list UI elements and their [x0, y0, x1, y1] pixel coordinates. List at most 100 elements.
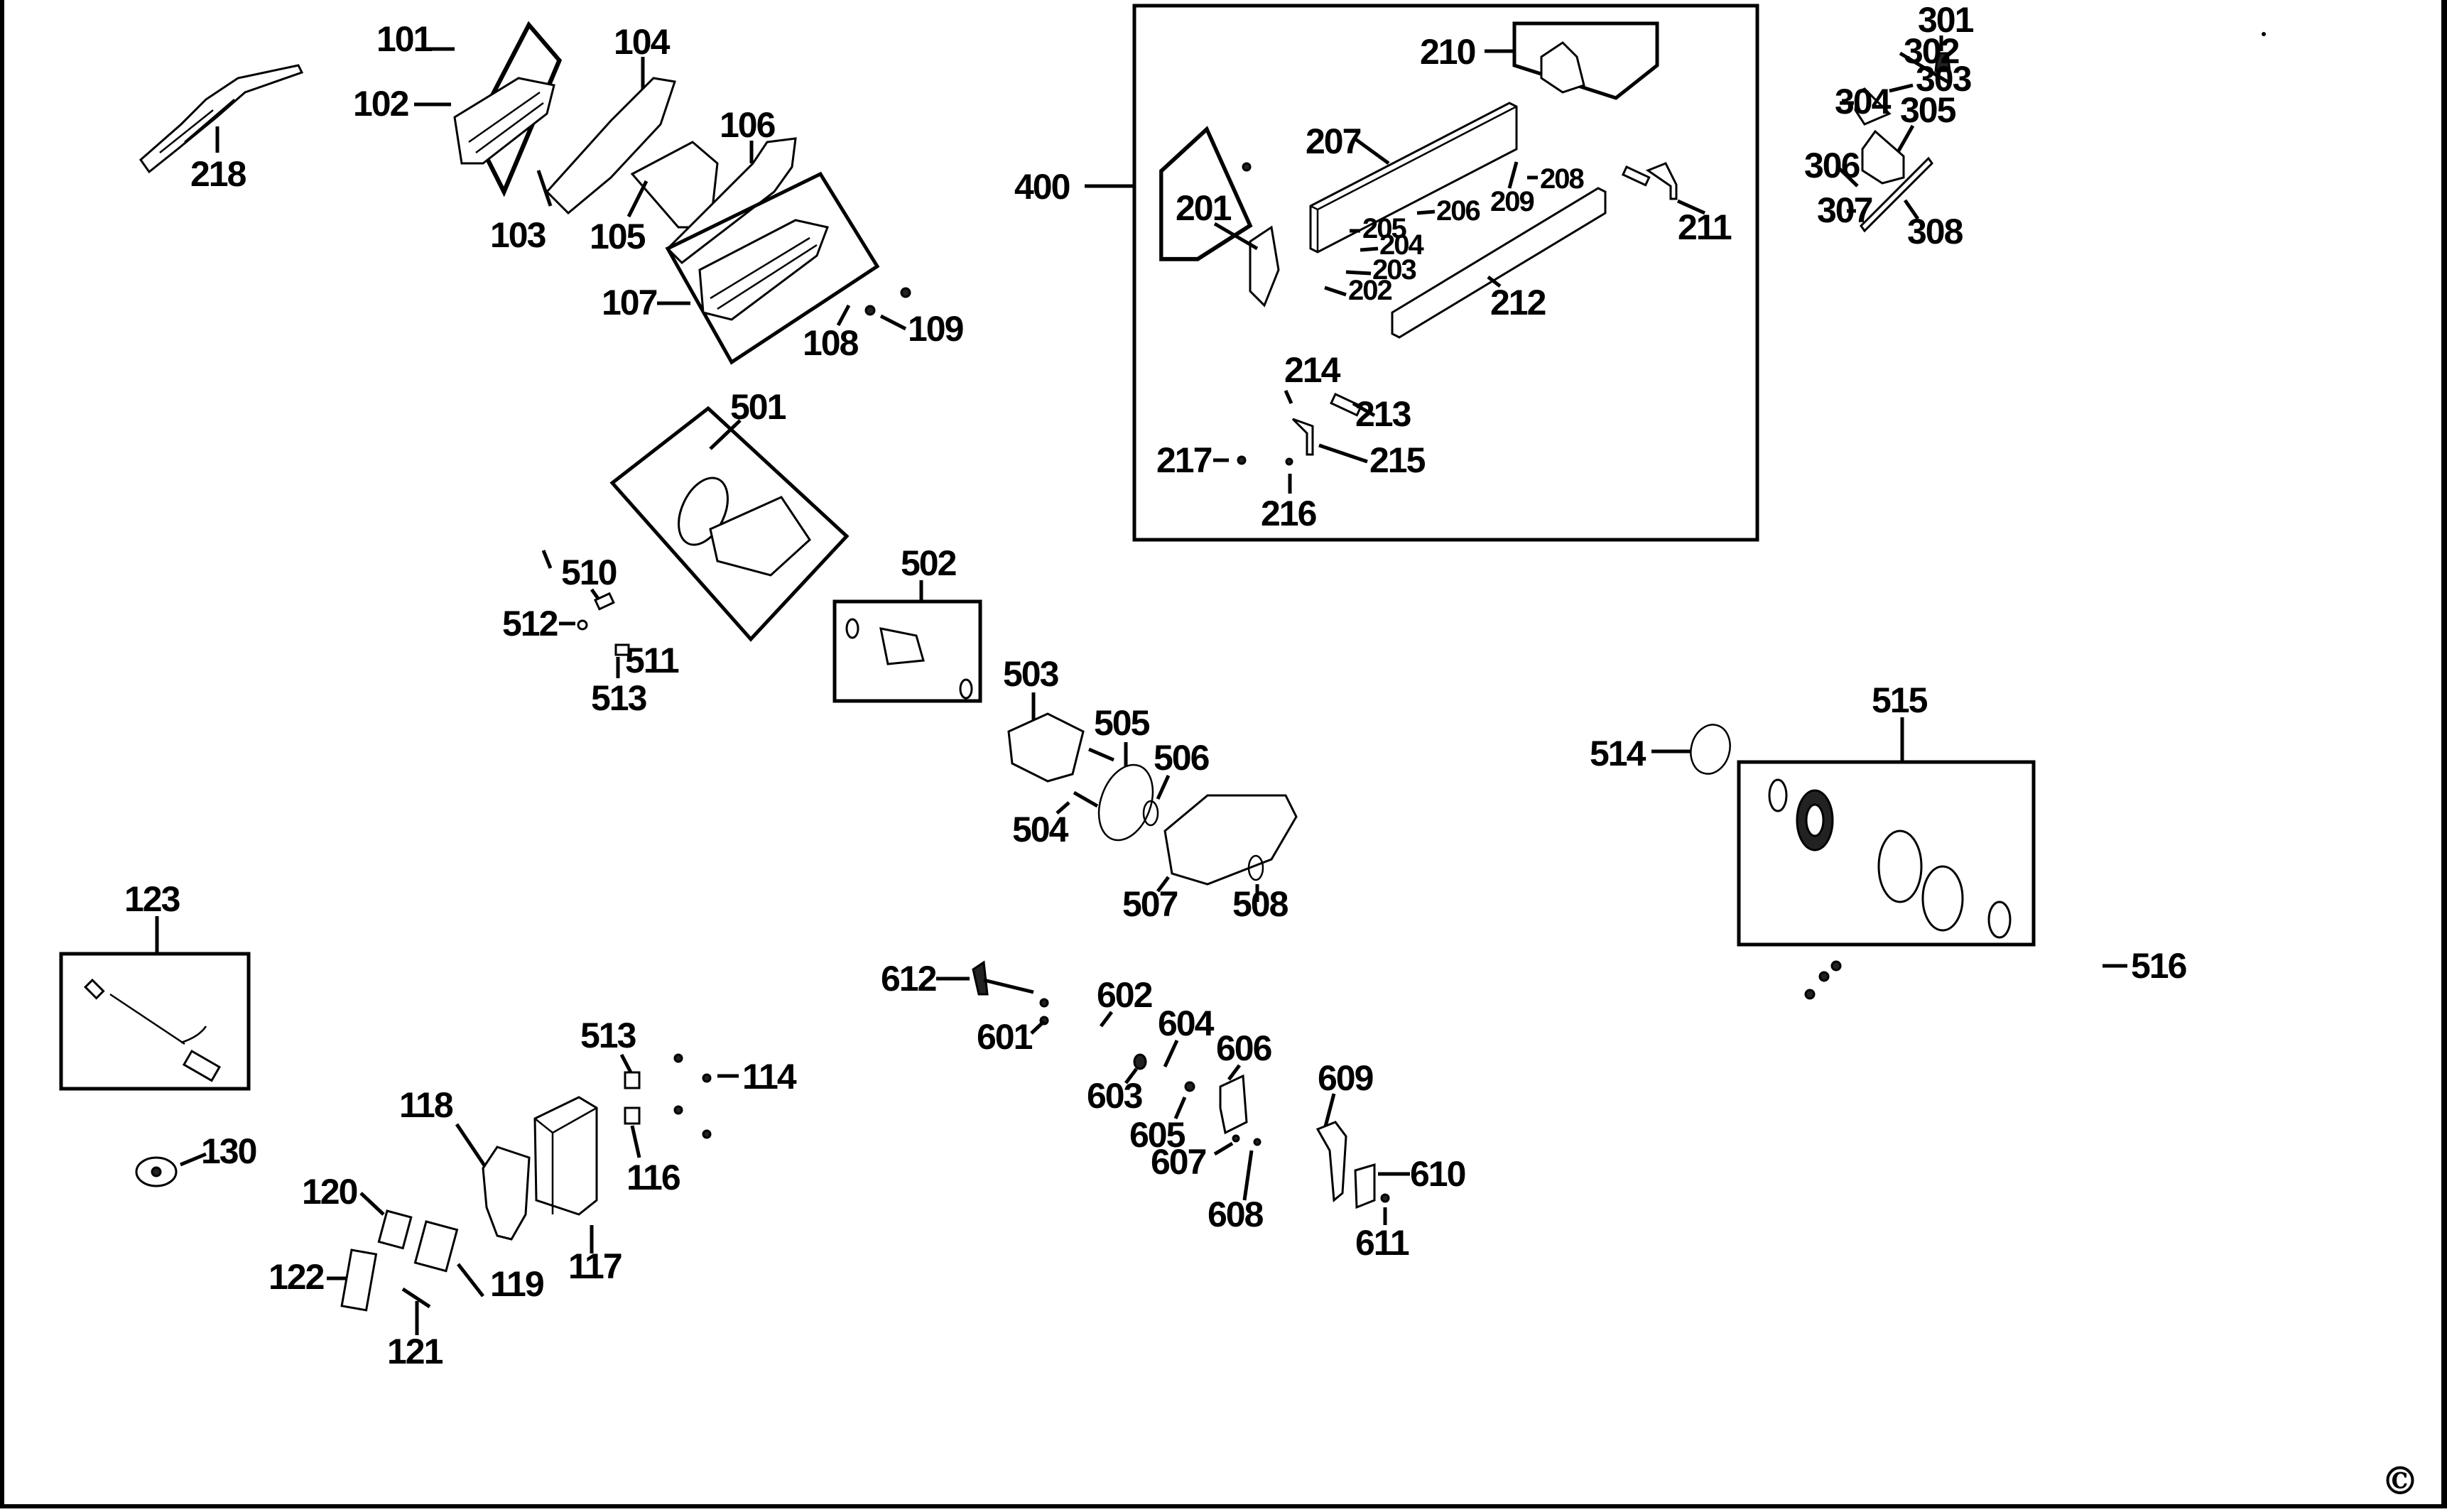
part-515-gear-assembly[interactable] — [1768, 778, 2012, 939]
callout-212: 212 — [1490, 283, 1546, 322]
part-123-cord-set[interactable] — [83, 978, 222, 1082]
frame-border-right — [2441, 0, 2447, 1507]
part-116-holder[interactable] — [624, 1106, 641, 1125]
part-513-holder[interactable] — [614, 643, 630, 656]
callout-118: 118 — [399, 1085, 453, 1125]
callout-108: 108 — [803, 323, 859, 363]
callout-514: 514 — [1590, 734, 1646, 773]
part-512-cap[interactable] — [577, 619, 588, 631]
callout-121: 121 — [387, 1332, 443, 1371]
callout-611: 611 — [1355, 1223, 1409, 1263]
part-107-cover-assembly[interactable] — [665, 171, 880, 365]
callout-204: 204 — [1379, 229, 1424, 261]
part-606-plate[interactable] — [1219, 1074, 1248, 1135]
callout-114: 114 — [742, 1057, 797, 1097]
part-108-screw[interactable] — [900, 287, 911, 298]
part-308-miter-bar[interactable] — [1860, 156, 1933, 233]
part-513-holder-lower[interactable] — [624, 1071, 641, 1089]
callout-601: 601 — [977, 1017, 1033, 1057]
callout-106: 106 — [720, 105, 775, 145]
part-510-brush[interactable] — [594, 592, 615, 611]
callout-117: 117 — [568, 1246, 622, 1286]
part-109-screw[interactable] — [864, 305, 876, 316]
part-506-oring[interactable] — [1142, 800, 1159, 827]
callout-305: 305 — [1900, 90, 1956, 130]
callout-612: 612 — [881, 959, 936, 999]
callout-213: 213 — [1355, 394, 1411, 434]
callout-515: 515 — [1872, 680, 1928, 720]
callout-602: 602 — [1097, 975, 1152, 1015]
callout-207: 207 — [1306, 121, 1361, 161]
callout-606: 606 — [1216, 1028, 1271, 1068]
part-608-screw[interactable] — [1253, 1138, 1262, 1146]
part-202-pin — [1242, 162, 1252, 172]
part-211-bracket[interactable] — [1621, 162, 1678, 200]
callout-210: 210 — [1420, 32, 1475, 72]
part-218-rail[interactable] — [139, 64, 304, 174]
callout-104: 104 — [614, 22, 671, 62]
callout-109: 109 — [908, 309, 963, 349]
part-501-motor-housing-assembly[interactable] — [609, 406, 850, 642]
part-609-lever[interactable] — [1315, 1121, 1347, 1202]
part-611-screw[interactable] — [1380, 1193, 1390, 1203]
part-122-switch-paddle[interactable] — [340, 1249, 378, 1312]
part-114-screws[interactable] — [673, 1053, 712, 1139]
part-601-washer[interactable] — [1039, 998, 1049, 1008]
part-117-switch-cover[interactable] — [533, 1096, 598, 1216]
part-213-bracket[interactable] — [1330, 393, 1363, 417]
part-612-knob-bolt[interactable] — [972, 960, 1034, 996]
callout-215: 215 — [1369, 440, 1426, 480]
callout-508: 508 — [1232, 884, 1288, 924]
part-217-screw[interactable] — [1237, 455, 1247, 465]
part-304-scale[interactable] — [1854, 87, 1892, 126]
part-118-switch-plate[interactable] — [482, 1146, 531, 1241]
part-607-screw[interactable] — [1232, 1134, 1240, 1143]
callout-119: 119 — [490, 1264, 543, 1304]
callout-130: 130 — [201, 1131, 256, 1171]
callout-123: 123 — [124, 879, 180, 919]
callout-120: 120 — [302, 1172, 357, 1212]
callout-303: 303 — [1916, 59, 1971, 99]
group-123-box — [59, 952, 251, 1091]
part-120-switch[interactable] — [377, 1209, 413, 1250]
callout-208: 208 — [1540, 163, 1584, 195]
part-207-fence-rail[interactable] — [1309, 102, 1518, 254]
part-216-screw[interactable] — [1285, 457, 1293, 466]
part-505-baffle[interactable] — [1089, 757, 1162, 847]
callout-122: 122 — [268, 1257, 324, 1297]
callout-206: 206 — [1436, 195, 1480, 227]
part-305-miter-body[interactable] — [1861, 129, 1905, 185]
part-210-fence-lock-assembly[interactable] — [1512, 21, 1659, 100]
copyright-symbol: © — [2381, 1458, 2419, 1503]
part-104-bracket[interactable] — [545, 77, 676, 215]
callout-605: 605 — [1129, 1115, 1185, 1155]
callout-608: 608 — [1208, 1195, 1264, 1234]
part-503-field[interactable] — [1007, 712, 1085, 783]
callout-503: 503 — [1003, 654, 1058, 694]
part-212-fence-rail[interactable] — [1391, 187, 1607, 339]
part-215-bracket[interactable] — [1291, 418, 1314, 456]
part-508-oring[interactable] — [1247, 854, 1264, 881]
part-514-oring[interactable] — [1686, 720, 1735, 778]
part-603-nut[interactable] — [1133, 1053, 1147, 1070]
part-105-guard-plate[interactable] — [630, 141, 719, 229]
part-610-plate[interactable] — [1354, 1163, 1376, 1209]
part-301-knob[interactable] — [1934, 52, 1951, 72]
frame-border-bottom — [0, 1504, 2447, 1508]
part-502-armature[interactable] — [845, 618, 973, 700]
part-102-cover-assembly[interactable] — [453, 21, 563, 197]
callout-504: 504 — [1012, 810, 1069, 849]
callout-513a: 513 — [591, 678, 646, 718]
part-605-washer[interactable] — [1184, 1081, 1195, 1092]
part-119-switch-box[interactable] — [413, 1220, 459, 1273]
callout-506: 506 — [1154, 738, 1209, 778]
part-507-gear-case[interactable] — [1163, 794, 1298, 886]
callout-505: 505 — [1094, 703, 1150, 743]
callout-301: 301 — [1918, 0, 1974, 40]
part-516-screws[interactable] — [1804, 960, 1842, 1000]
callout-103: 103 — [490, 215, 546, 255]
callout-607: 607 — [1151, 1142, 1206, 1182]
callout-202: 202 — [1348, 275, 1391, 306]
callout-205: 205 — [1362, 213, 1406, 244]
